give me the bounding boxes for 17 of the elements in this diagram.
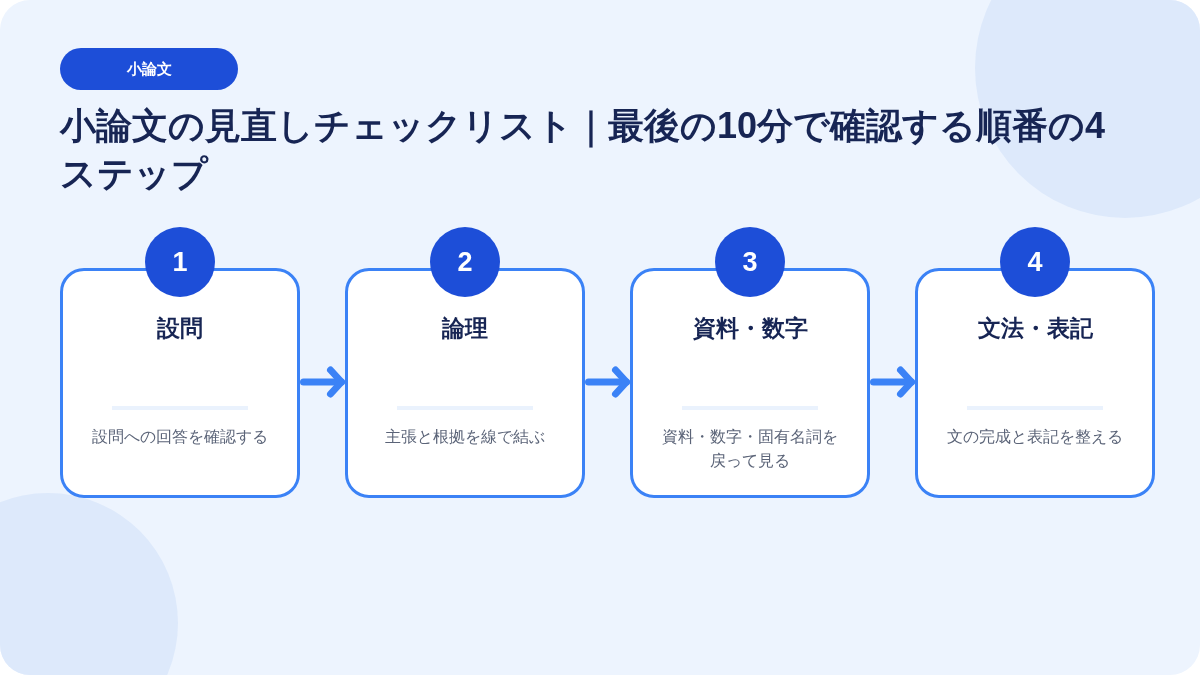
step-description: 設問への回答を確認する <box>91 427 269 447</box>
step-description: 資料・数字・固有名詞を戻って見る <box>661 427 839 471</box>
category-tag: 小論文 <box>60 48 238 90</box>
step-heading: 論理 <box>440 314 489 343</box>
step-heading: 設問 <box>156 314 204 343</box>
step-number-circle: 4 <box>1000 227 1070 297</box>
step-description: 文の完成と表記を整える <box>946 427 1124 447</box>
arrow <box>585 366 630 398</box>
step-heading: 文法・表記 <box>976 314 1094 343</box>
step-number-circle: 2 <box>430 227 500 297</box>
step-heading: 資料・数字 <box>691 314 809 343</box>
arrow <box>870 366 915 398</box>
title: 小論文の見直しチェックリスト｜最後の10分で確認する順番の4ステップ <box>60 104 1107 196</box>
step-number-circle: 3 <box>715 227 785 297</box>
arrow <box>300 366 345 398</box>
step-description: 主張と根拠を線で結ぶ <box>384 427 546 447</box>
step-number-circle: 1 <box>145 227 215 297</box>
